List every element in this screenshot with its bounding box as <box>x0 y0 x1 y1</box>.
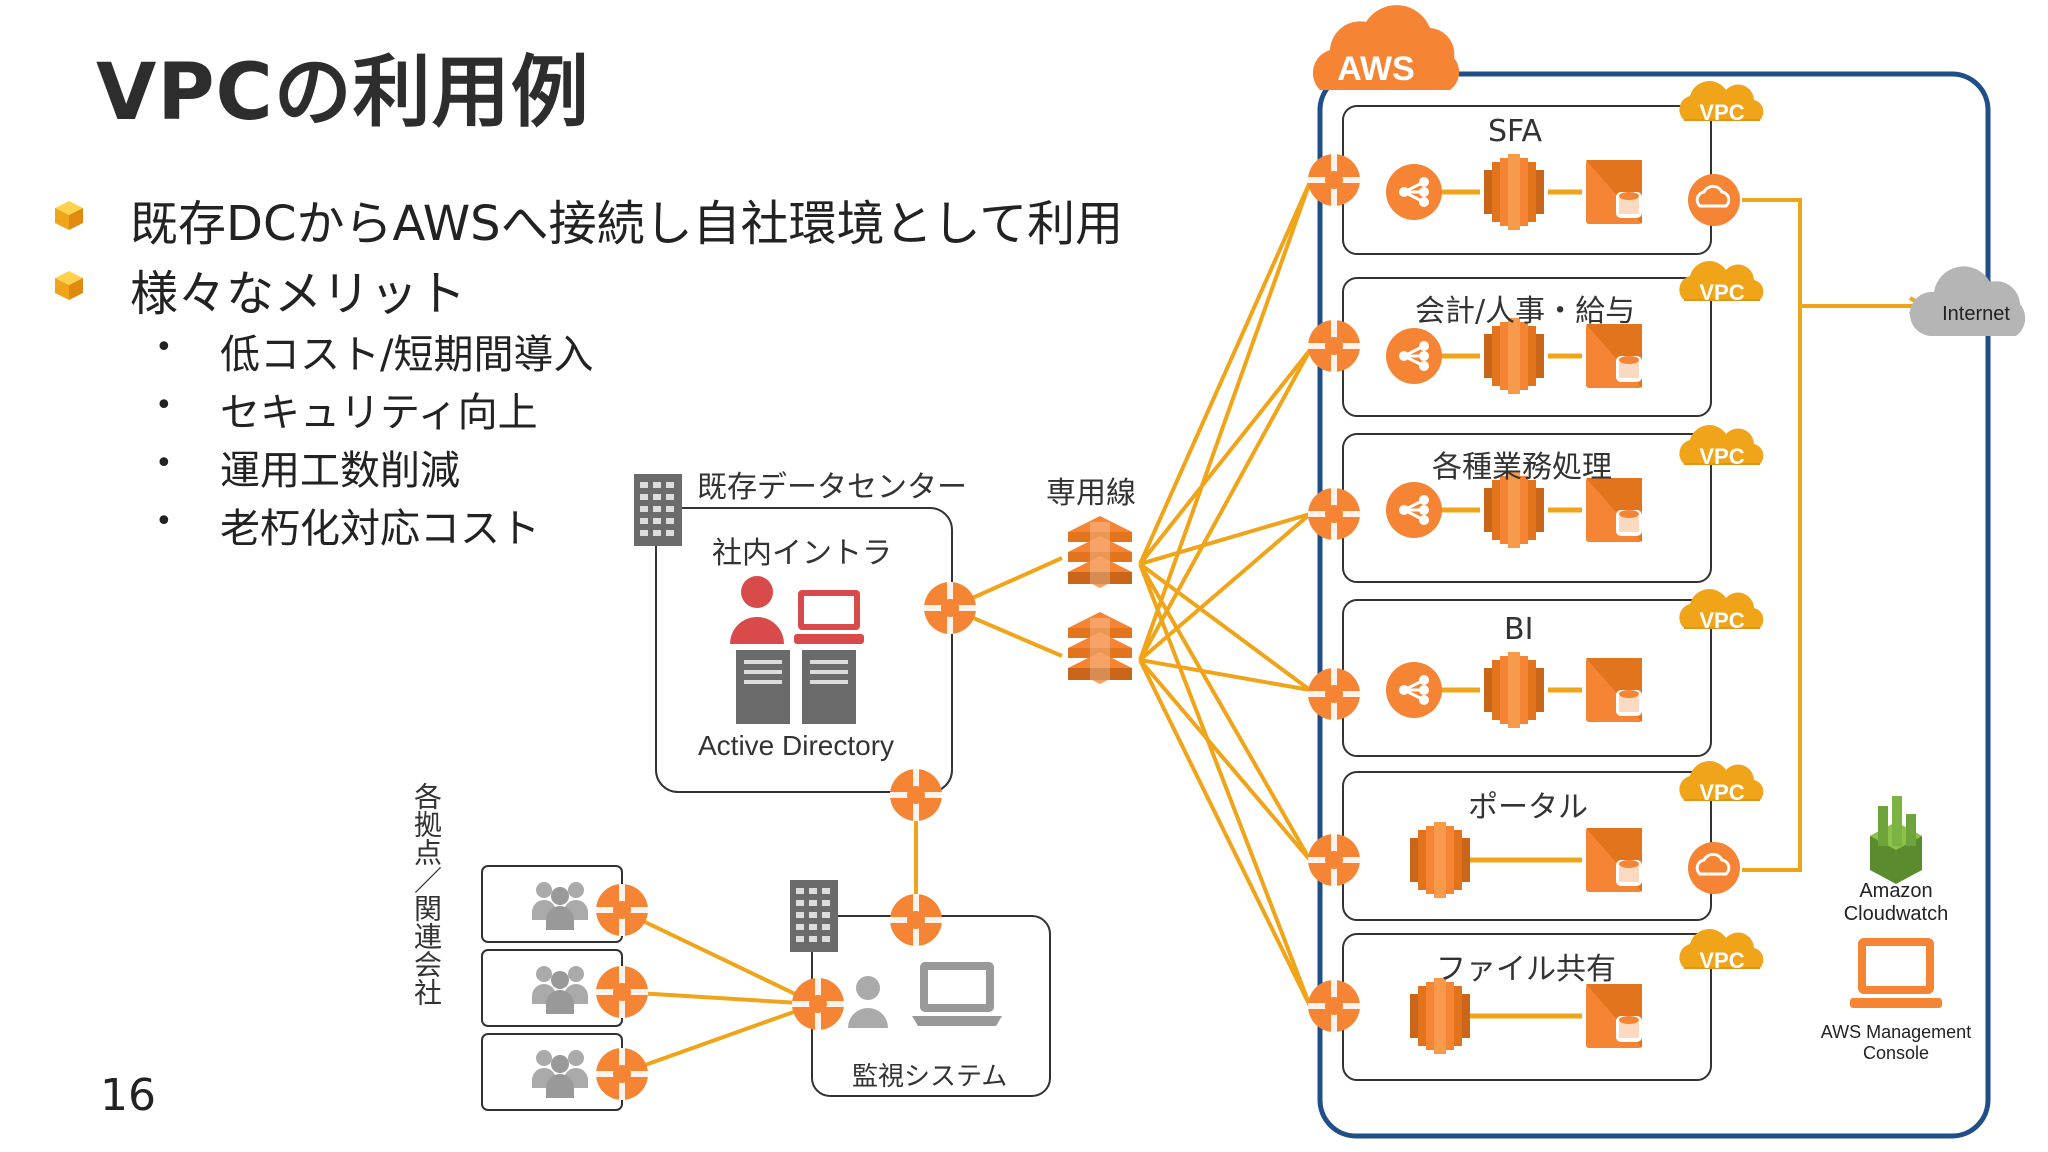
svg-text:VPC: VPC <box>1699 608 1744 633</box>
vpc-badge-icon: VPC <box>1678 260 1765 305</box>
connection-lines <box>619 181 1929 1076</box>
branch-router-icon <box>596 884 648 936</box>
sub-bullet-dot: • <box>155 446 173 481</box>
management-console-icon <box>1850 938 1942 1008</box>
datacenter-router-icon <box>890 769 942 821</box>
datacenter-router-icon <box>924 582 976 634</box>
sub-bullet-dot: • <box>155 330 173 365</box>
database-icon <box>1586 828 1642 892</box>
vpc-label-sfa: SFA <box>1488 114 1543 149</box>
sub-bullet-dot: • <box>155 388 173 423</box>
ec2-instance-icon <box>1410 978 1470 1054</box>
vpc-router-icon <box>1308 980 1360 1032</box>
svg-text:VPC: VPC <box>1699 444 1744 469</box>
internet-gateway-icon <box>1686 840 1742 896</box>
vpc-label-bi: BI <box>1504 612 1534 647</box>
vpc-label-accounting: 会計/人事・給与 <box>1415 294 1636 329</box>
vpc-router-icon <box>1308 834 1360 886</box>
cloudwatch-icon <box>1870 796 1922 884</box>
page-title: VPCの利用例 <box>96 48 590 138</box>
vpc-router-icon <box>1308 488 1360 540</box>
sub-bullet-1: 低コスト/短期間導入 <box>220 332 594 378</box>
database-icon <box>1586 160 1642 224</box>
svg-text:VPC: VPC <box>1699 948 1744 973</box>
dedicated-line-label: 専用線 <box>1046 476 1136 511</box>
load-balancer-icon <box>1384 660 1444 720</box>
aws-cloud-icon: AWS <box>1312 5 1460 91</box>
console-label-2: Console <box>1863 1043 1929 1063</box>
laptop-icon <box>912 962 1002 1026</box>
server-icon <box>736 650 790 724</box>
sub-bullet-dot: • <box>155 504 173 539</box>
branch-router-icon <box>596 966 648 1018</box>
svg-text:VPC: VPC <box>1699 100 1744 125</box>
sub-bullet-3: 運用工数削減 <box>220 448 460 494</box>
vpc-badge-icon: VPC <box>1678 928 1765 973</box>
bullet-2: 様々なメリット <box>130 266 467 322</box>
vpc-router-icon <box>1308 154 1360 206</box>
vpc-label-fileshare: ファイル共有 <box>1436 952 1616 987</box>
active-directory-label: Active Directory <box>698 730 895 761</box>
internet-label: Internet <box>1942 303 2010 325</box>
load-balancer-icon <box>1384 326 1444 386</box>
cloudwatch-label-1: Amazon <box>1859 880 1932 902</box>
svg-text:VPC: VPC <box>1699 280 1744 305</box>
cube-bullet-icon <box>55 201 83 230</box>
svg-text:VPC: VPC <box>1699 780 1744 805</box>
datacenter-building-icon <box>634 474 682 546</box>
branches-label: 各拠点／関連会社 <box>410 782 443 1006</box>
ec2-instance-icon <box>1410 822 1470 898</box>
monitoring-router-icon <box>792 978 844 1030</box>
vpc-router-icon <box>1308 668 1360 720</box>
vpc-badge-icon: VPC <box>1678 760 1765 805</box>
ec2-instance-icon <box>1484 154 1544 230</box>
server-icon <box>802 650 856 724</box>
vpc-label-portal: ポータル <box>1468 790 1588 825</box>
monitor-icon <box>794 590 864 644</box>
vpc-router-icon <box>1308 320 1360 372</box>
user-icon <box>730 576 784 644</box>
direct-connect-icon <box>1068 516 1132 588</box>
sub-bullet-4: 老朽化対応コスト <box>220 506 540 552</box>
internet-gateway-icon <box>1686 172 1742 228</box>
intranet-label: 社内イントラ <box>712 536 892 571</box>
operator-icon <box>848 976 888 1028</box>
vpc-internal-links <box>1438 189 1582 1019</box>
load-balancer-icon <box>1384 480 1444 540</box>
ec2-instance-icon <box>1484 652 1544 728</box>
vpc-badge-icon: VPC <box>1678 424 1765 469</box>
cloudwatch-label-2: Cloudwatch <box>1844 903 1949 925</box>
cube-bullet-icon <box>55 271 83 300</box>
load-balancer-icon <box>1384 162 1444 222</box>
page-number: 16 <box>100 1070 156 1121</box>
vpc-badge-icon: VPC <box>1678 588 1765 633</box>
direct-connect-icon <box>1068 612 1132 684</box>
console-label-1: AWS Management <box>1821 1022 1971 1042</box>
database-icon <box>1586 478 1642 542</box>
bullet-1: 既存DCからAWSへ接続し自社環境として利用 <box>130 196 1124 252</box>
vpc-label-business: 各種業務処理 <box>1432 450 1612 485</box>
database-icon <box>1586 984 1642 1048</box>
monitoring-label: 監視システム <box>852 1062 1008 1092</box>
database-icon <box>1586 324 1642 388</box>
datacenter-label: 既存データセンター <box>697 470 967 505</box>
branch-router-icon <box>596 1048 648 1100</box>
aws-cloud-boundary <box>1317 71 1991 1139</box>
internet-cloud-icon: Internet <box>1909 266 2026 336</box>
database-icon <box>1586 658 1642 722</box>
monitoring-building-icon <box>790 880 838 952</box>
aws-badge-text: AWS <box>1337 50 1414 88</box>
sub-bullet-2: セキュリティ向上 <box>220 390 538 436</box>
vpc-badge-icon: VPC <box>1678 80 1765 125</box>
monitoring-router-icon <box>890 894 942 946</box>
